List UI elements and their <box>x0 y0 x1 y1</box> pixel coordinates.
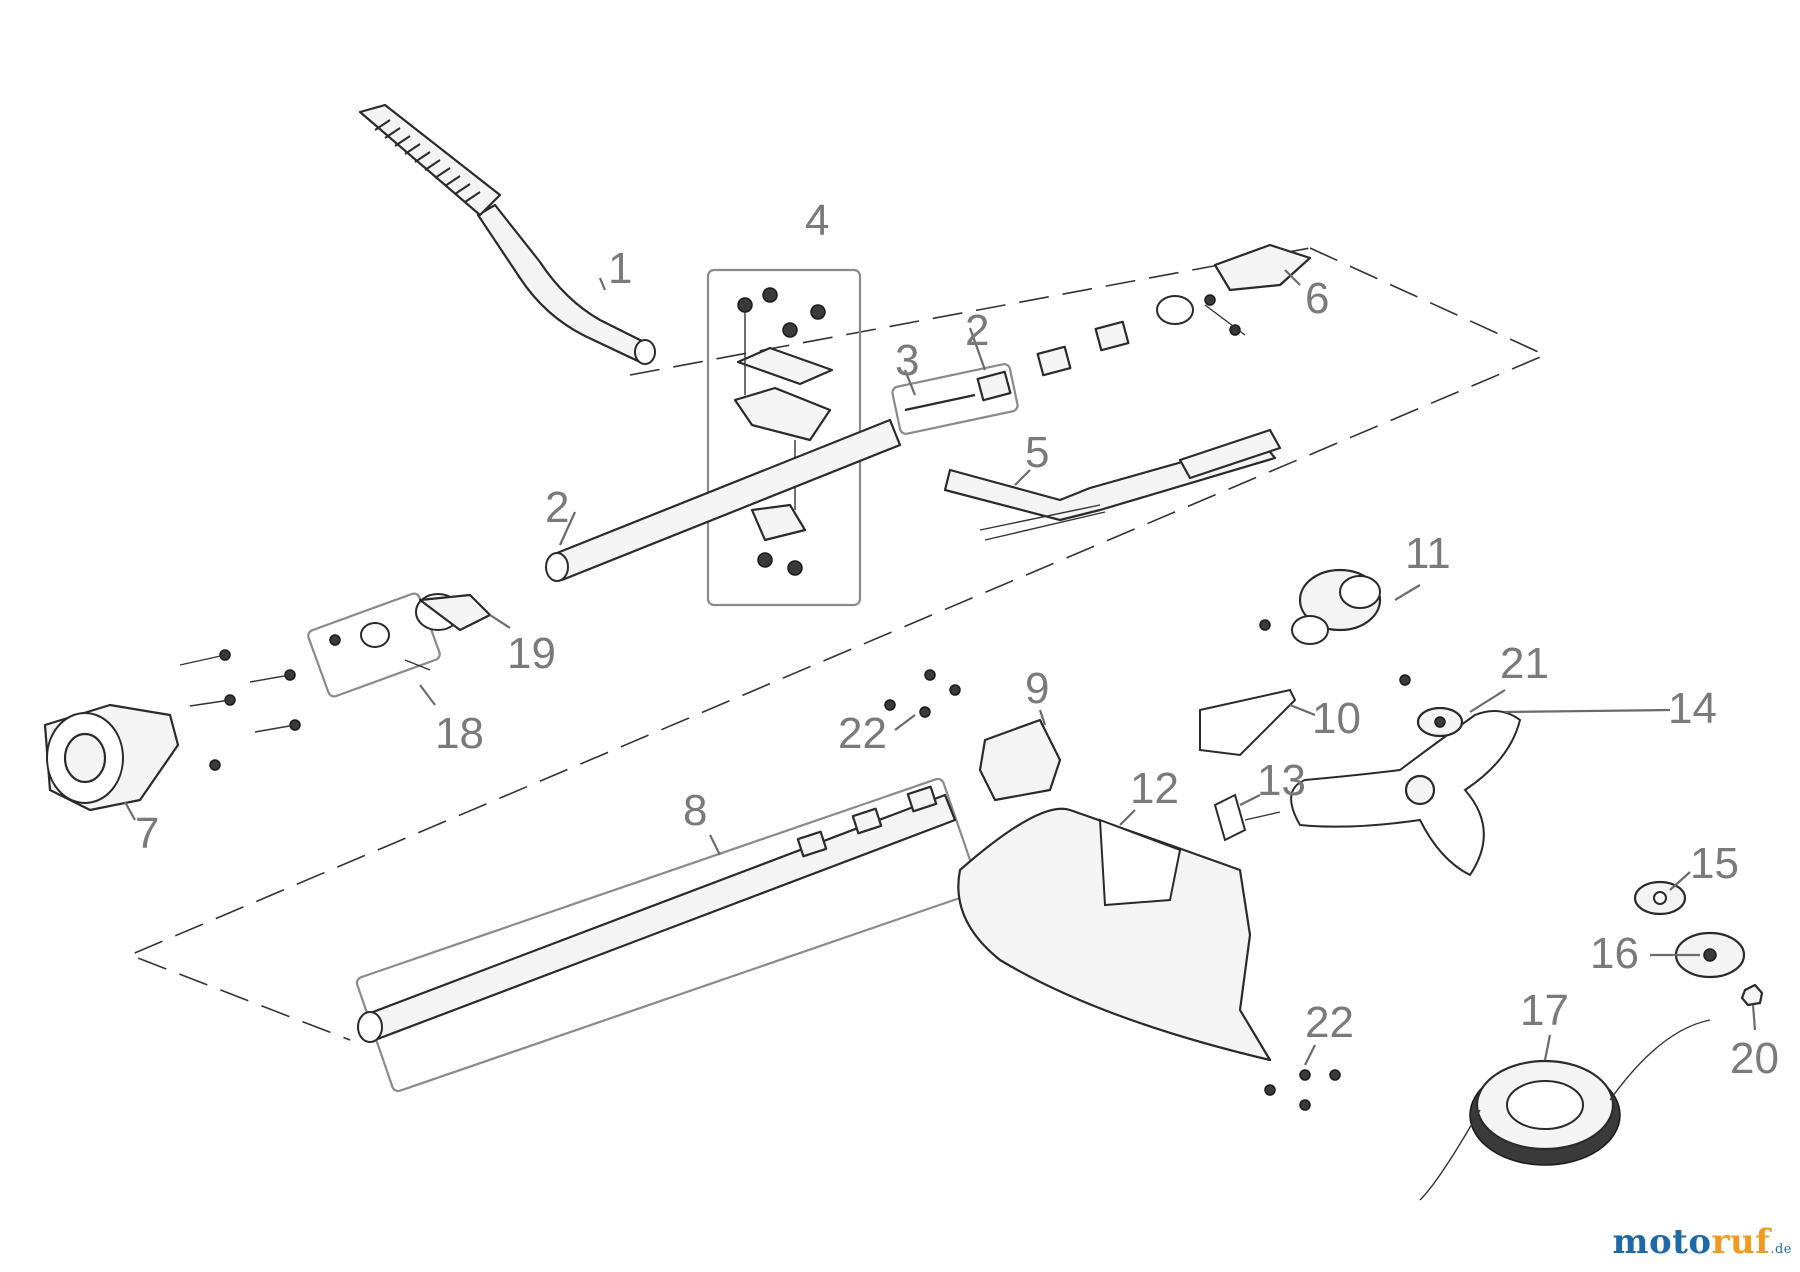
callout-17: 17 <box>1520 986 1569 1035</box>
handle-clamp <box>733 287 834 576</box>
callout-16: 16 <box>1590 929 1639 978</box>
callout-4: 4 <box>805 196 829 245</box>
group-box-drive-shaft <box>891 363 1019 435</box>
callout-2-upper-tube: 2 <box>545 483 569 532</box>
washers-and-nut <box>1416 706 1764 1007</box>
callout-6: 6 <box>1305 274 1329 323</box>
throttle-bracket <box>1156 243 1312 336</box>
leader-lines <box>124 269 1757 1066</box>
three-tooth-blade <box>1290 710 1522 877</box>
shaft-clamp <box>329 622 431 671</box>
watermark-main: moto <box>1612 1222 1712 1262</box>
callout-13: 13 <box>1257 756 1306 805</box>
callout-21: 21 <box>1500 639 1549 688</box>
rear-handle-throttle <box>943 428 1282 541</box>
callout-1: 1 <box>608 244 632 293</box>
callout-19: 19 <box>507 629 556 678</box>
callout-14: 14 <box>1668 684 1717 733</box>
lower-shaft-tube <box>357 785 957 1043</box>
callout-3: 3 <box>895 336 919 385</box>
clamp-bracket <box>415 593 492 632</box>
watermark-tld: .de <box>1770 1242 1792 1257</box>
handle-bar <box>358 103 656 365</box>
gear-head <box>1259 568 1411 686</box>
cutter-plate <box>1213 793 1281 842</box>
drive-shaft-couplings <box>904 320 1130 412</box>
trimmer-head <box>1419 1019 1711 1201</box>
watermark-accent: ruf <box>1711 1222 1771 1262</box>
callout-22-lower: 22 <box>1305 998 1354 1047</box>
group-box-clamp <box>706 268 862 607</box>
callout-18: 18 <box>435 709 484 758</box>
engine-flange-housing <box>43 649 301 812</box>
mounting-plate <box>1199 688 1297 757</box>
callout-12: 12 <box>1130 764 1179 813</box>
callout-labels: 1 2 2 3 4 5 6 7 8 9 10 11 12 13 14 15 16… <box>135 196 1779 1083</box>
callout-8: 8 <box>683 786 707 835</box>
callout-10: 10 <box>1312 694 1361 743</box>
guard-bracket <box>884 669 1062 802</box>
callout-20: 20 <box>1730 1034 1779 1083</box>
guard-nuts <box>1264 1069 1341 1111</box>
assembly-outline <box>127 247 1547 1041</box>
callout-9: 9 <box>1025 664 1049 713</box>
callout-2-drive-shaft: 2 <box>965 306 989 355</box>
callout-15: 15 <box>1690 839 1739 888</box>
callout-7: 7 <box>135 809 159 858</box>
callout-22-upper: 22 <box>838 709 887 758</box>
callout-5: 5 <box>1025 428 1049 477</box>
callout-11: 11 <box>1405 529 1451 578</box>
blade-guard <box>957 807 1272 1062</box>
upper-shaft-tube <box>545 418 902 582</box>
watermark-logo: motoruf.de <box>1613 1222 1792 1262</box>
